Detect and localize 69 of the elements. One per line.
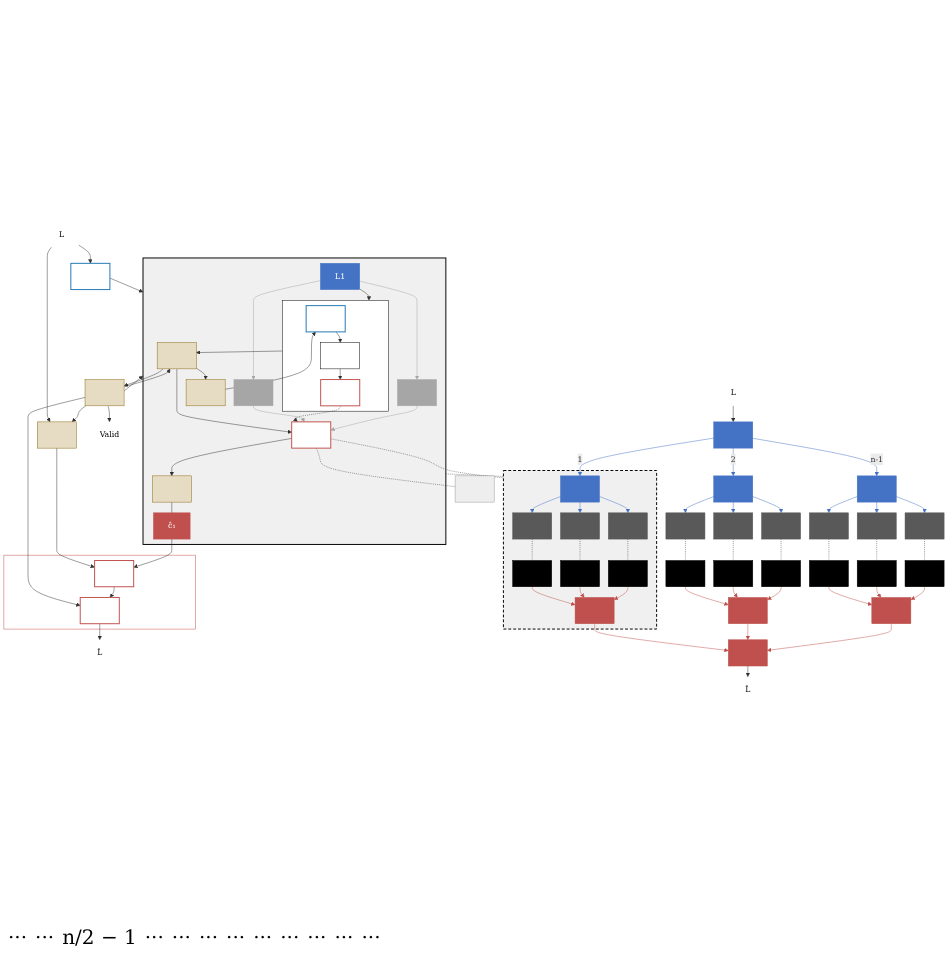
node-box — [904, 512, 945, 540]
node-box — [512, 512, 552, 540]
node-box — [156, 342, 197, 370]
node-box — [728, 597, 768, 624]
node-bar — [397, 379, 437, 407]
node-box — [560, 475, 600, 503]
connector — [330, 438, 504, 479]
node-box — [713, 512, 754, 540]
annotation-text: ··· — [280, 928, 300, 950]
annotation-text: ··· — [361, 928, 381, 950]
node-box — [608, 512, 648, 540]
cluster — [142, 257, 447, 545]
node-box — [856, 560, 897, 587]
connector — [316, 447, 456, 487]
node-box — [320, 342, 360, 370]
node-box — [37, 421, 77, 449]
node-box — [856, 475, 897, 503]
connector — [531, 538, 533, 561]
node-box — [761, 560, 801, 587]
connector — [579, 538, 581, 561]
connector — [780, 538, 782, 561]
annotation-text: ··· — [307, 928, 327, 950]
node-box — [665, 512, 706, 540]
annotation-text: ··· — [226, 928, 246, 950]
node-box — [320, 379, 361, 407]
node-box — [809, 560, 849, 587]
connector — [924, 538, 925, 561]
node-box — [713, 421, 754, 449]
connector — [627, 538, 629, 561]
annotation-text: ··· — [334, 928, 354, 950]
node-box — [871, 597, 912, 624]
node-box — [84, 379, 125, 407]
node-box — [560, 512, 600, 540]
node-box — [856, 512, 897, 540]
annotation-text: ··· — [8, 928, 28, 950]
node-box — [713, 560, 754, 587]
annotation-text: ··· — [35, 928, 55, 950]
node-box — [608, 560, 648, 587]
connector — [876, 538, 877, 561]
node-box — [185, 379, 226, 407]
node-box — [512, 560, 552, 587]
node-box — [665, 560, 706, 587]
annotation-text: ··· — [171, 928, 191, 950]
node-box — [305, 305, 346, 333]
node-box — [728, 639, 768, 667]
connector — [445, 473, 504, 477]
connector — [828, 538, 830, 561]
node-box — [761, 512, 801, 540]
node-box — [291, 421, 332, 449]
cluster — [282, 300, 389, 412]
node-box — [904, 560, 945, 587]
connector — [733, 538, 734, 561]
node-box — [560, 560, 600, 587]
node-box — [152, 475, 192, 503]
annotation-text: ··· — [253, 928, 273, 950]
connector — [685, 538, 686, 561]
node-box — [574, 597, 615, 624]
cluster — [502, 470, 658, 630]
node-box — [809, 512, 849, 540]
node-box — [70, 262, 111, 291]
node-box — [79, 596, 120, 625]
annotation-text: n/2 − 1 — [62, 928, 137, 950]
node-box — [454, 475, 495, 503]
cluster — [3, 554, 196, 630]
annotation-text: ··· — [144, 928, 164, 950]
node-bar — [233, 379, 274, 407]
node-box — [713, 475, 754, 503]
annotation-text: ··· — [198, 928, 219, 950]
node-box — [94, 560, 135, 588]
